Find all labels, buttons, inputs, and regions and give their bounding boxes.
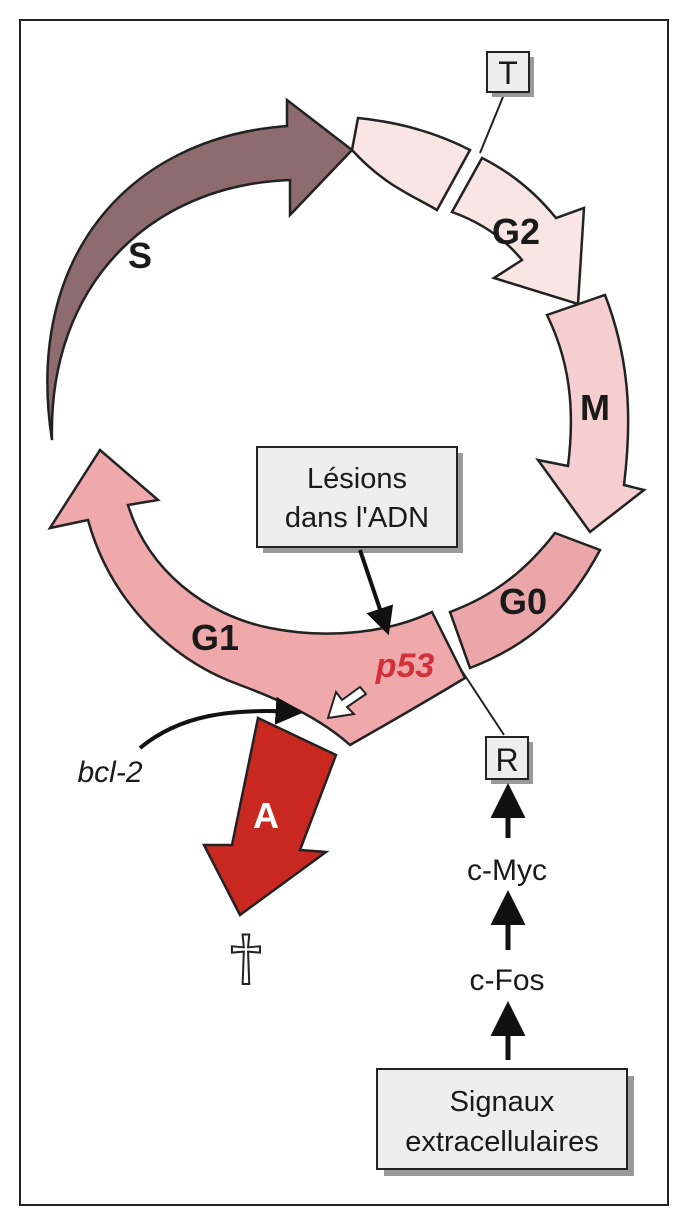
signals-box-line2: extracellulaires bbox=[405, 1126, 598, 1158]
bcl2-label: bcl-2 bbox=[77, 756, 142, 789]
t-checkpoint-label: T bbox=[498, 55, 518, 91]
s-phase-label: S bbox=[128, 235, 152, 276]
signals-box bbox=[376, 1068, 628, 1170]
r-checkpoint-label: R bbox=[495, 742, 518, 778]
g2-phase-segment-top bbox=[350, 116, 472, 212]
p53-label: p53 bbox=[375, 647, 435, 685]
m-phase-arrow bbox=[535, 293, 647, 534]
signals-box-line1: Signaux bbox=[450, 1086, 555, 1118]
t-checkpoint-box bbox=[486, 51, 530, 93]
m-phase-label: M bbox=[580, 387, 610, 428]
r-checkpoint-line bbox=[459, 667, 505, 736]
apoptosis-label: A bbox=[253, 795, 279, 836]
g0-phase-label: G0 bbox=[499, 581, 547, 622]
lesions-box-line2: dans l'ADN bbox=[285, 502, 429, 534]
g2-phase-label: G2 bbox=[492, 211, 540, 252]
r-checkpoint-box bbox=[485, 736, 529, 780]
g1-phase-arrow bbox=[47, 448, 467, 747]
t-checkpoint-line bbox=[479, 91, 506, 154]
lesions-box bbox=[256, 446, 458, 548]
s-phase-arrow-body bbox=[46, 97, 354, 441]
lesions-to-p53-arrow bbox=[358, 549, 394, 636]
g2-phase-arrow bbox=[450, 156, 586, 306]
c-fos-label: c-Fos bbox=[470, 964, 545, 997]
apoptosis-arrow bbox=[201, 716, 338, 917]
p53-white-arrow bbox=[326, 685, 368, 720]
lesions-box-line1: Lésions bbox=[307, 463, 407, 495]
bcl2-arrow bbox=[138, 696, 304, 750]
g0-phase-segment bbox=[448, 531, 602, 670]
c-myc-label: c-Myc bbox=[467, 854, 547, 887]
death-dagger-icon: † bbox=[230, 923, 261, 993]
g1-phase-label: G1 bbox=[191, 617, 239, 658]
